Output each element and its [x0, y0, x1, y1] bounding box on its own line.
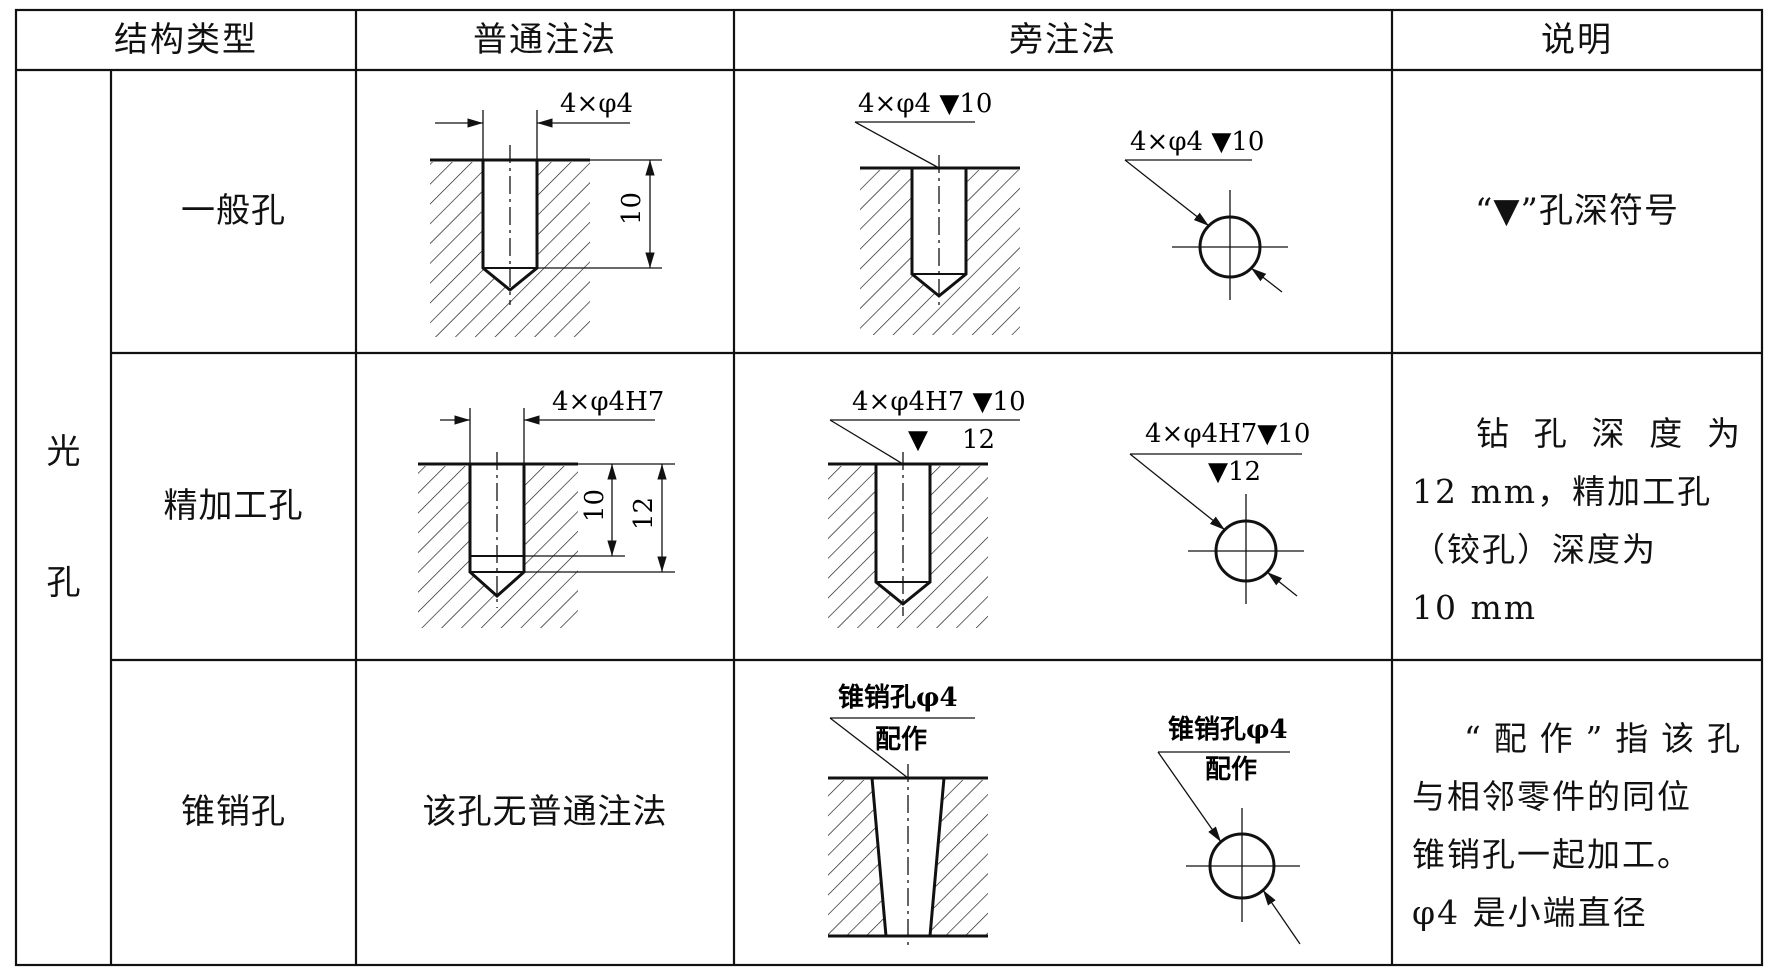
no-normal-notation-text: 该孔无普通注法: [422, 792, 668, 833]
header-description: 说明: [1541, 19, 1613, 60]
dim-label-diameter: 4×φ4: [560, 89, 633, 119]
drawing-finish-hole-side-a: 4×φ4H7 ▼10 ▼ 12: [828, 387, 1026, 628]
desc-line: “配作”指该孔: [1464, 719, 1742, 758]
row-name-general-hole: 一般孔: [181, 191, 286, 232]
description-general-hole: “▼”孔深符号: [1475, 191, 1679, 232]
drawing-finish-hole-normal: 4×φ4H7 10 12: [418, 387, 675, 628]
drawing-finish-hole-side-b: 4×φ4H7▼10 ▼12: [1129, 419, 1310, 604]
group-label-through-hole: 光 孔: [16, 70, 111, 965]
side-label-line1: 4×φ4H7 ▼10: [852, 387, 1026, 417]
side-label-line1: 锥销孔φ4: [838, 683, 958, 713]
drawing-general-hole-side-b: 4×φ4 ▼10: [1124, 127, 1288, 300]
header-structure-type: 结构类型: [114, 19, 258, 60]
desc-line: （铰孔）深度为: [1412, 530, 1657, 569]
desc-line: 钻孔深度为: [1476, 414, 1742, 453]
description-finish-hole: 钻孔深度为 12 mm，精加工孔 （铰孔）深度为 10 mm: [1412, 405, 1742, 637]
side-label-line2: 配作: [875, 725, 927, 755]
drawing-taper-pin-hole-side-b: 锥销孔φ4 配作: [1157, 715, 1301, 945]
side-label-line2-symbol: ▼: [908, 425, 928, 455]
drawing-general-hole-normal: 4×φ4 10: [430, 89, 662, 337]
side-label-line2: 配作: [1205, 755, 1257, 785]
side-label-line1: 4×φ4 ▼10: [858, 89, 992, 119]
group-label-char-2: 孔: [46, 562, 81, 603]
header-side-notation: 旁注法: [1009, 19, 1117, 60]
row-name-finish-hole: 精加工孔: [163, 486, 304, 527]
side-label-line1: 4×φ4 ▼10: [1130, 127, 1264, 157]
dim-label-depth-2: 12: [629, 497, 659, 530]
header-normal-notation: 普通注法: [473, 19, 617, 60]
desc-line: φ4 是小端直径: [1412, 893, 1648, 932]
row-name-taper-pin-hole: 锥销孔: [181, 792, 286, 833]
side-label-line1: 锥销孔φ4: [1168, 715, 1288, 745]
dim-label-depth: 10: [617, 192, 647, 225]
dim-label-diameter: 4×φ4H7: [552, 387, 664, 417]
desc-line: 10 mm: [1412, 588, 1538, 627]
group-label-char-1: 光: [46, 431, 81, 472]
desc-line: 12 mm，精加工孔: [1412, 472, 1713, 511]
side-label-line2: ▼12: [1208, 457, 1261, 487]
dim-label-depth-1: 10: [580, 489, 610, 522]
drawing-general-hole-side-a: 4×φ4 ▼10: [854, 89, 1020, 335]
desc-line: 锥销孔一起加工。: [1412, 835, 1692, 874]
desc-line: 与相邻零件的同位: [1412, 777, 1692, 816]
side-label-line1: 4×φ4H7▼10: [1145, 419, 1310, 449]
drawing-taper-pin-hole-side-a: 锥销孔φ4 配作: [828, 683, 988, 948]
side-label-line2: 12: [962, 425, 995, 455]
description-taper-pin-hole: “配作”指该孔 与相邻零件的同位 锥销孔一起加工。 φ4 是小端直径: [1412, 710, 1742, 942]
